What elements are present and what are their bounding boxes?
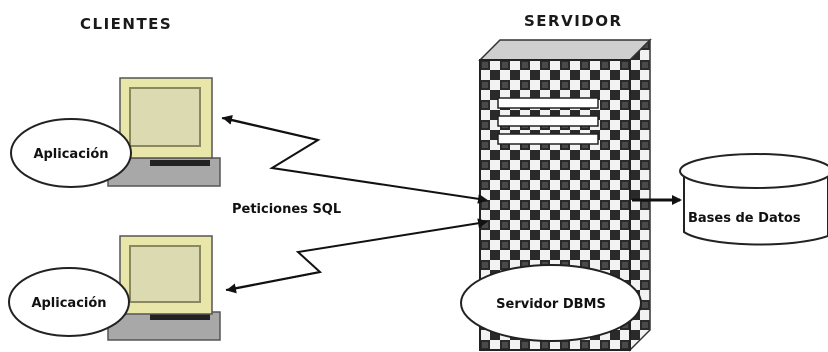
connection-2: [225, 218, 488, 294]
sql-requests-label: Peticiones SQL: [232, 202, 341, 217]
monitor-screen-2: [129, 245, 201, 303]
server-heading: SERVIDOR: [524, 12, 623, 30]
clients-heading: CLIENTES: [80, 15, 172, 33]
app-ellipse-2: [8, 267, 130, 337]
app-label-2: Aplicación: [31, 296, 106, 311]
client-computer-1: Aplicación: [10, 77, 221, 188]
connection-1: [221, 114, 488, 204]
drive-bay-3: [497, 133, 599, 145]
disk-slot-2: [150, 314, 210, 320]
db-body: [683, 171, 828, 246]
dbms-label: Servidor DBMS: [496, 297, 606, 312]
app-label-1: Aplicación: [33, 147, 108, 162]
dbms-ellipse: [460, 264, 642, 342]
disk-slot-1: [150, 160, 210, 166]
response-arrow-1: [222, 114, 319, 141]
request-line-1: [221, 117, 488, 204]
server-tower: Servidor DBMS: [460, 38, 652, 352]
monitor-screen-1: [129, 87, 201, 147]
request-line-2: [225, 218, 488, 291]
db-label: Bases de Datos: [688, 211, 801, 226]
server-top: [478, 39, 652, 61]
drive-bay-2: [497, 115, 599, 127]
database-cylinder: Bases de Datos: [679, 153, 828, 246]
drive-bay-1: [497, 97, 599, 109]
app-ellipse-1: [10, 118, 132, 188]
client-computer-2: Aplicación: [8, 235, 221, 341]
response-arrow-2: [226, 271, 321, 294]
db-top: [679, 153, 828, 189]
